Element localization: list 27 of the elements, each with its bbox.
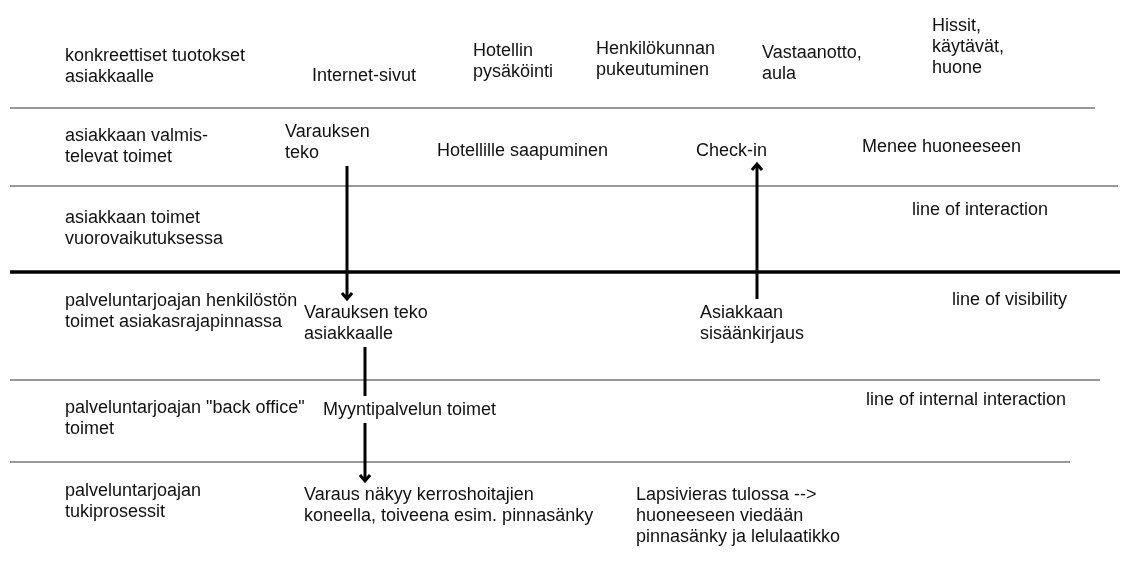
arrow (750, 162, 764, 299)
label-text: Hotellin pysäköinti (473, 40, 555, 82)
step-text: Varaus näkyy kerroshoitajien koneella, toiveena esim. pinnasänky (304, 484, 604, 526)
step-text: Check-in (696, 140, 768, 161)
arrow (358, 423, 372, 483)
label-text: asiakkaan valmis-televat toimet (65, 125, 210, 167)
label-text: palveluntarjoajan henkilöstön toimet asiakasrajapinnassa (65, 290, 299, 332)
step-text: Myyntipalvelun toimet (323, 399, 497, 420)
label-text: Vastaanotto, aula (762, 42, 863, 84)
label-text: Hotellille saapuminen (437, 140, 610, 161)
label-text: palveluntarjoajan tukiprosessit (65, 480, 203, 522)
step-text: Varauksen teko asiakkaalle (304, 302, 504, 344)
label-text: asiakkaan toimet vuorovaikutuksessa (65, 207, 225, 249)
label-text: konkreettiset tuotokset asiakkaalle (65, 45, 247, 87)
label-text: Hissit, käytävät, huone (932, 15, 1006, 78)
label-text: Menee huoneeseen (862, 136, 1023, 157)
connector-line (363, 347, 367, 396)
label-text: line of interaction (912, 199, 1050, 220)
step-text: Varauksen teko (285, 121, 385, 163)
step-text: Asiakkaan sisäänkirjaus (700, 302, 850, 344)
label-text: Internet-sivut (312, 65, 418, 86)
label-text: palveluntarjoajan "back office" toimet (65, 397, 305, 439)
arrow (340, 166, 354, 301)
label-text: line of internal interaction (866, 389, 1068, 410)
label-text: Lapsivieras tulossa --> huoneeseen viedään pinnasänky ja lelulaatikko (636, 484, 842, 547)
label-text: line of visibility (952, 289, 1069, 310)
label-text: Henkilökunnan pukeutuminen (596, 38, 717, 80)
